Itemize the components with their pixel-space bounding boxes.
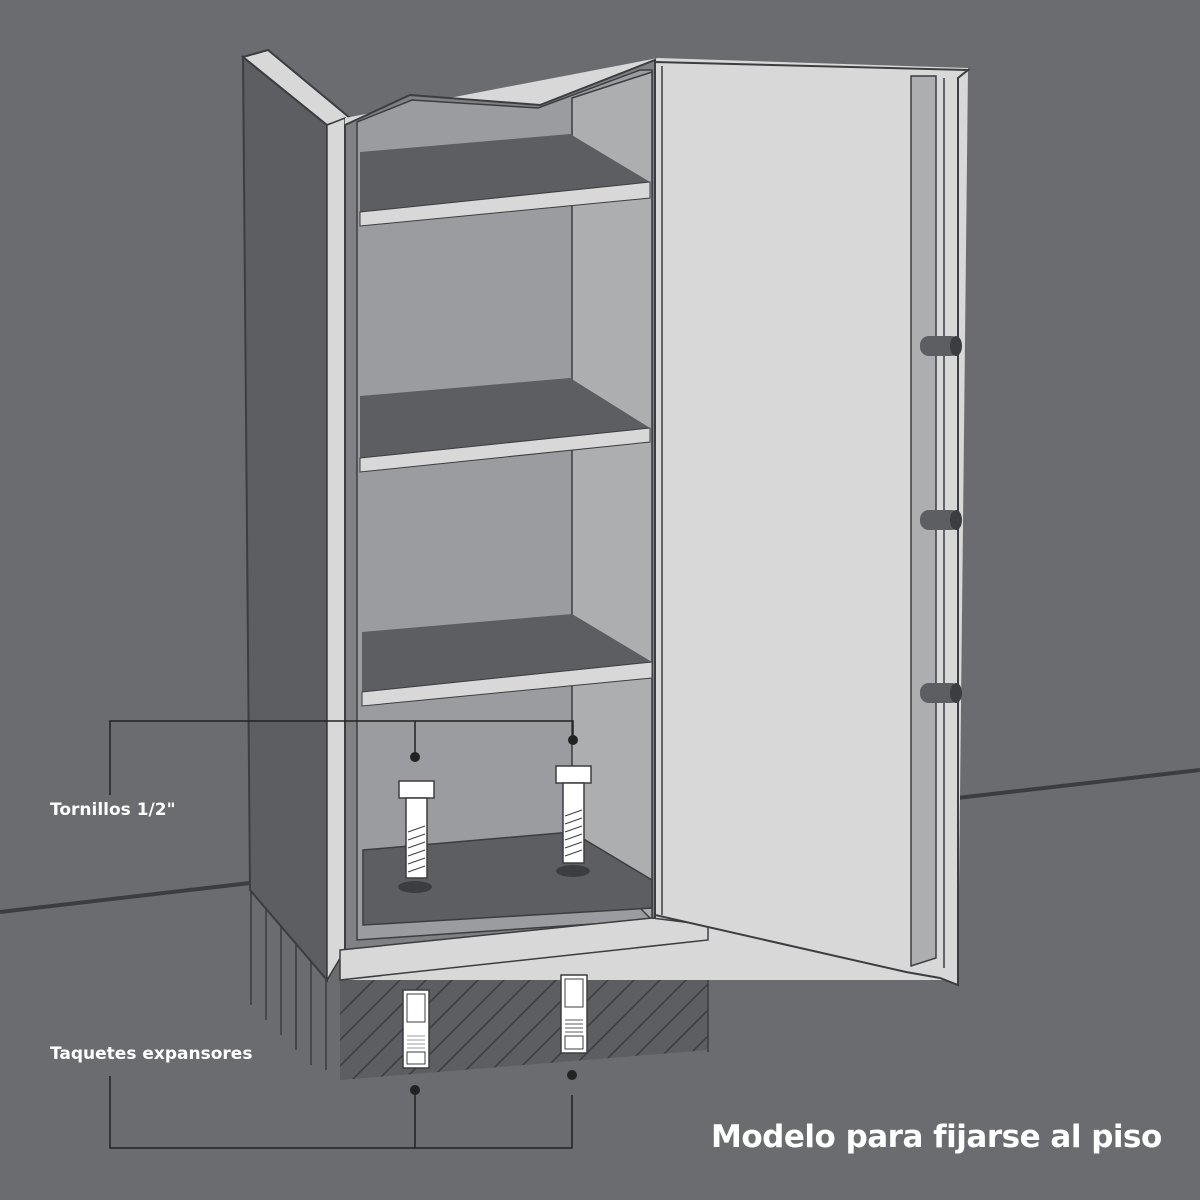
bolt-right-icon	[555, 765, 592, 877]
anchor-right-icon	[560, 974, 588, 1054]
anchor-left-icon	[402, 989, 430, 1069]
callout-dot-anchor-left	[410, 1085, 420, 1095]
cabinet-side-panel	[240, 48, 353, 983]
callout-leader-anchors	[109, 1076, 573, 1149]
floor-line-left	[0, 881, 251, 914]
bolt-left-icon	[398, 780, 435, 893]
hinge-top	[920, 336, 962, 356]
floor-line-right	[956, 768, 1200, 800]
shelf-1	[359, 134, 651, 227]
callout-dot-bolt-left	[410, 752, 420, 762]
hinge-bottom	[920, 683, 962, 703]
hinge-middle	[920, 510, 962, 530]
callout-label-anchors: Taquetes expansores	[50, 1044, 253, 1064]
callout-label-bolts: Tornillos 1/2"	[50, 800, 176, 820]
callout-dot-anchor-right	[567, 1070, 577, 1080]
shelf-2	[359, 378, 651, 473]
callout-dot-bolt-right	[568, 735, 578, 745]
callout-leader-bolts	[109, 720, 574, 795]
diagram-title: Modelo para fijarse al piso	[711, 1119, 1162, 1155]
cabinet-base	[339, 917, 709, 981]
shelf-3	[361, 614, 653, 707]
